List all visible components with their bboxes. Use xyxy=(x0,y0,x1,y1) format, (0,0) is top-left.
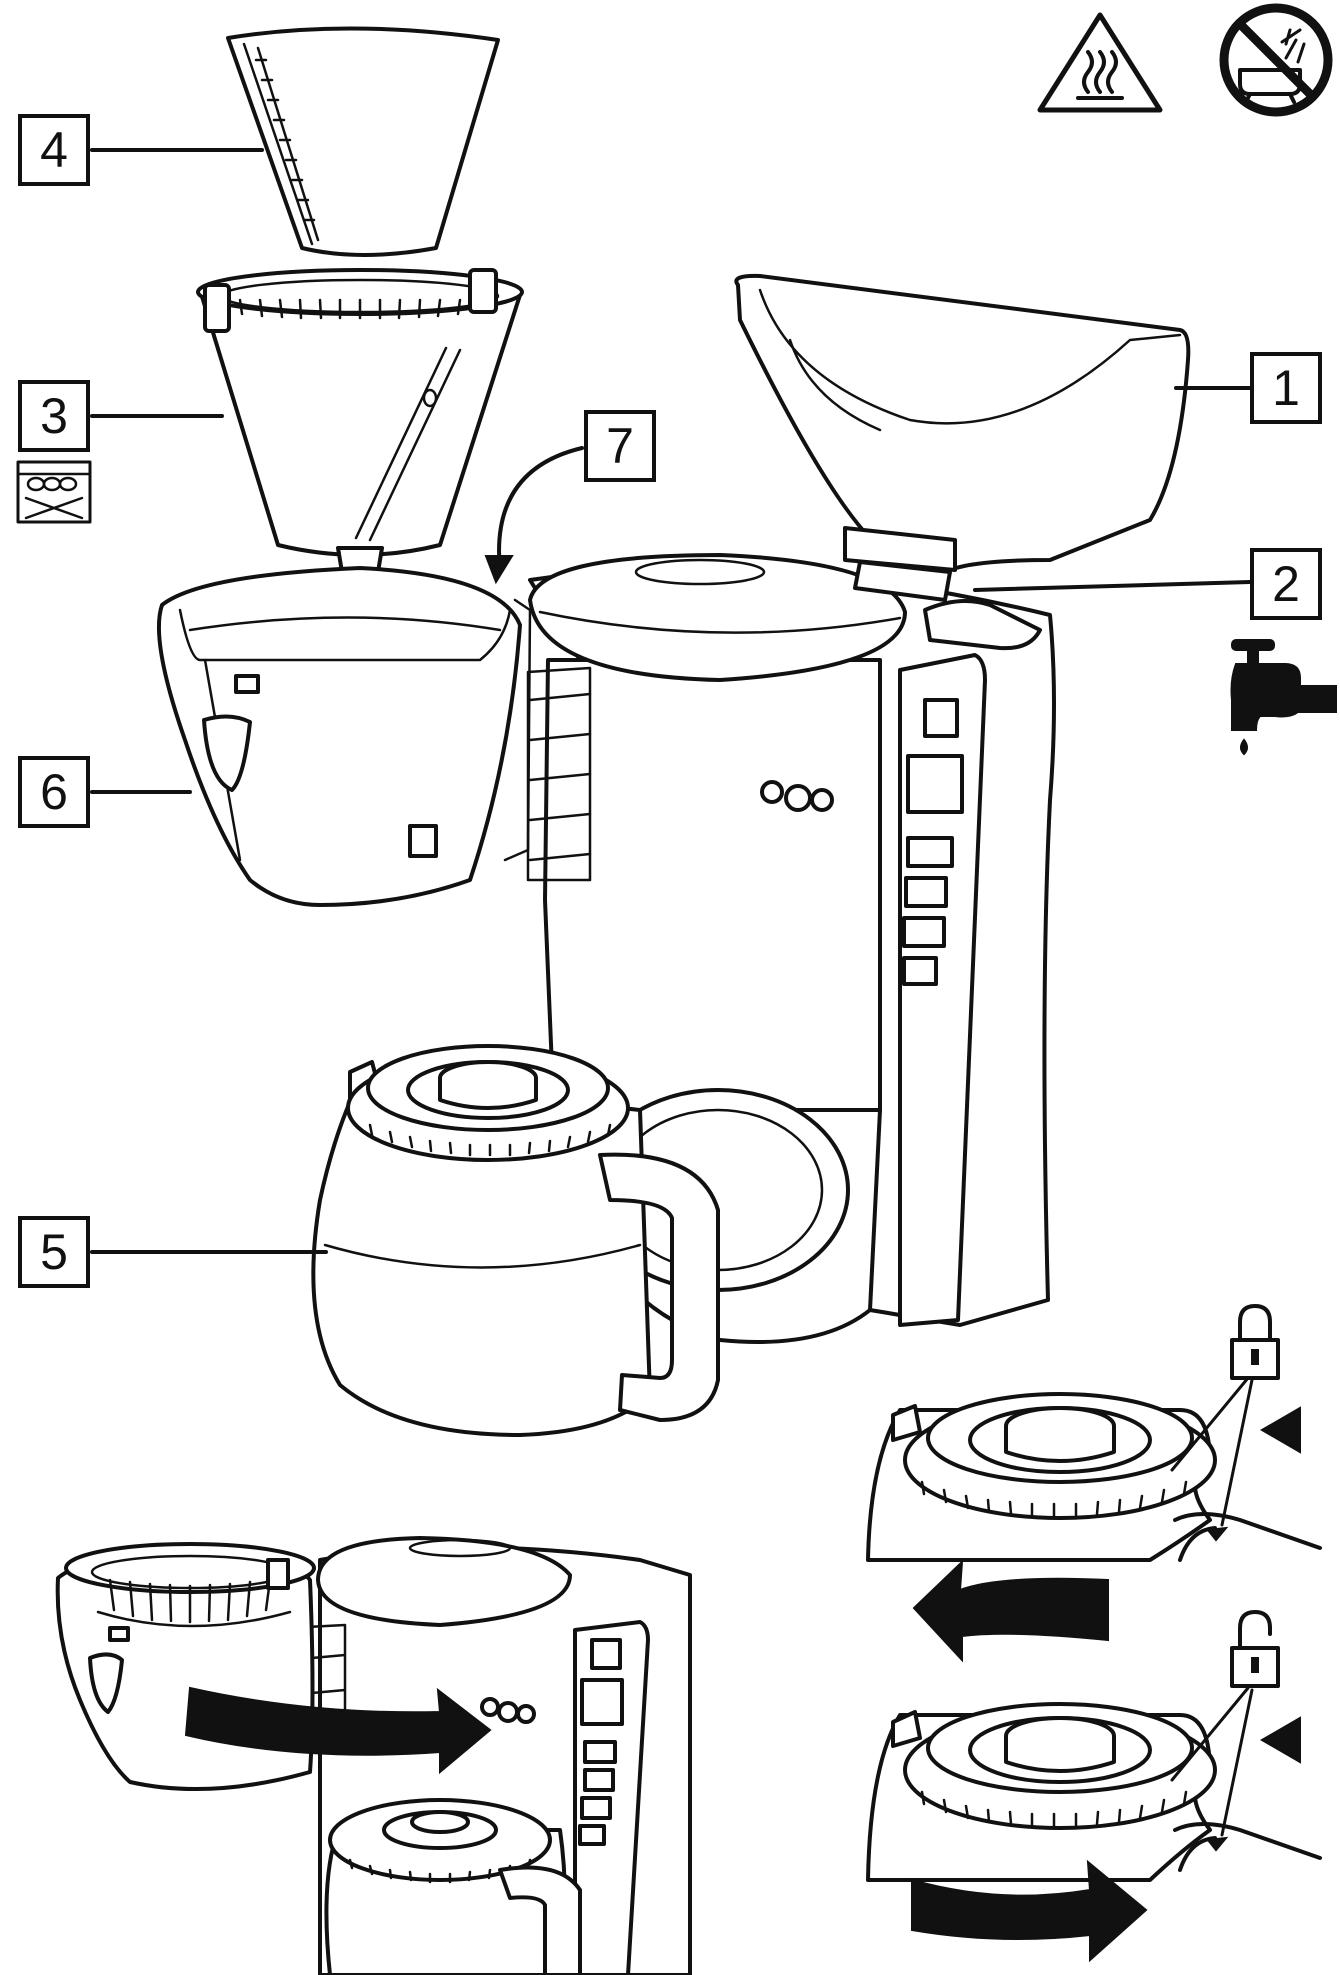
callout-box-2: 2 xyxy=(1250,548,1322,620)
leader-line-2 xyxy=(973,580,1252,592)
arrowhead-7 xyxy=(484,555,514,585)
callout-label-4: 4 xyxy=(40,122,68,178)
water-tap-icon xyxy=(1230,639,1337,756)
lock-detail xyxy=(866,1376,1322,1663)
no-immersion-icon xyxy=(1219,3,1333,117)
callout-label-2: 2 xyxy=(1272,556,1300,612)
callout-label-3: 3 xyxy=(40,388,68,444)
paper-filter xyxy=(226,26,500,257)
swing-detail xyxy=(55,1536,692,1975)
callout-box-1: 1 xyxy=(1250,352,1322,424)
hot-surface-warning-icon xyxy=(1037,12,1163,113)
filter-basket xyxy=(156,566,532,907)
callout-label-7: 7 xyxy=(606,418,634,474)
callout-box-5: 5 xyxy=(18,1216,90,1288)
callout-box-4: 4 xyxy=(18,114,90,186)
lid xyxy=(734,273,1191,602)
callout-label-6: 6 xyxy=(40,764,68,820)
callout-box-7: 7 xyxy=(584,410,656,482)
dishwasher-icon xyxy=(16,460,92,524)
callout-box-6: 6 xyxy=(18,756,90,828)
thermal-carafe xyxy=(311,1044,720,1437)
callout-label-5: 5 xyxy=(40,1224,68,1280)
callout-label-1: 1 xyxy=(1272,360,1300,416)
filter-holder xyxy=(196,268,524,574)
arrow-7 xyxy=(497,446,584,572)
unlock-detail xyxy=(866,1686,1322,1963)
callout-box-3: 3 xyxy=(18,380,90,452)
lock-open-icon xyxy=(1230,1610,1280,1688)
lock-closed-icon xyxy=(1230,1304,1280,1380)
